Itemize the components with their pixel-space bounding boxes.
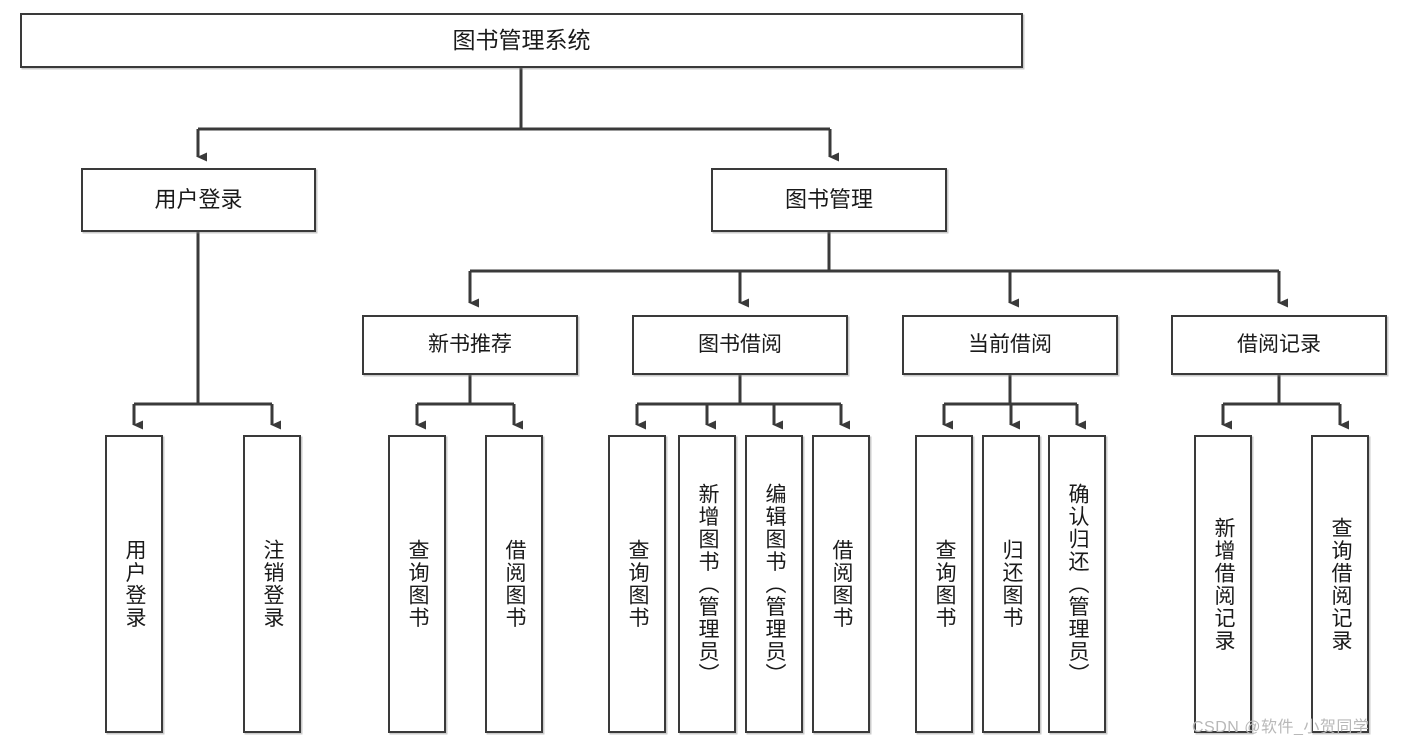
node-current-borrow[interactable]: 当前借阅 bbox=[902, 315, 1118, 375]
node-leaf-logout-label: 注销登录 bbox=[261, 539, 285, 629]
node-new-book-rec-label: 新书推荐 bbox=[428, 332, 512, 356]
node-leaf-add-record-label: 新增借阅记录 bbox=[1212, 516, 1236, 652]
node-book-manage-label: 图书管理 bbox=[784, 187, 873, 213]
node-new-book-rec[interactable]: 新书推荐 bbox=[362, 315, 578, 375]
node-leaf-borrow-book-1-label: 借阅图书 bbox=[503, 539, 527, 629]
node-leaf-query-book-2[interactable]: 查询图书 bbox=[608, 435, 666, 733]
node-leaf-edit-book[interactable]: 编辑图书（管理员） bbox=[745, 435, 803, 733]
node-leaf-borrow-book-2[interactable]: 借阅图书 bbox=[812, 435, 870, 733]
watermark: CSDN @软件_小贺同学 bbox=[1192, 719, 1370, 736]
node-borrow-record[interactable]: 借阅记录 bbox=[1171, 315, 1387, 375]
node-leaf-logout[interactable]: 注销登录 bbox=[243, 435, 301, 733]
node-leaf-borrow-book-2-label: 借阅图书 bbox=[830, 539, 854, 629]
node-leaf-query-book-3[interactable]: 查询图书 bbox=[915, 435, 973, 733]
node-leaf-query-book-3-label: 查询图书 bbox=[933, 539, 957, 629]
node-leaf-query-book-2-label: 查询图书 bbox=[626, 539, 650, 629]
node-root[interactable]: 图书管理系统 bbox=[20, 13, 1023, 68]
node-leaf-user-login[interactable]: 用户登录 bbox=[105, 435, 163, 733]
node-book-borrow-label: 图书借阅 bbox=[698, 332, 782, 356]
node-user-login[interactable]: 用户登录 bbox=[81, 168, 316, 232]
node-leaf-query-book-1[interactable]: 查询图书 bbox=[388, 435, 446, 733]
node-leaf-return-book-label: 归还图书 bbox=[1000, 539, 1024, 629]
node-leaf-query-book-1-label: 查询图书 bbox=[406, 539, 430, 629]
node-leaf-query-record[interactable]: 查询借阅记录 bbox=[1311, 435, 1369, 733]
node-root-label: 图书管理系统 bbox=[452, 27, 591, 54]
node-leaf-confirm-return-label: 确认归还（管理员） bbox=[1066, 482, 1090, 686]
node-user-login-label: 用户登录 bbox=[154, 187, 243, 213]
node-leaf-borrow-book-1[interactable]: 借阅图书 bbox=[485, 435, 543, 733]
node-borrow-record-label: 借阅记录 bbox=[1237, 332, 1321, 356]
node-leaf-add-book-label: 新增图书（管理员） bbox=[696, 482, 720, 686]
node-leaf-add-book[interactable]: 新增图书（管理员） bbox=[678, 435, 736, 733]
node-book-borrow[interactable]: 图书借阅 bbox=[632, 315, 848, 375]
node-leaf-query-record-label: 查询借阅记录 bbox=[1329, 516, 1353, 652]
node-current-borrow-label: 当前借阅 bbox=[968, 332, 1052, 356]
node-leaf-return-book[interactable]: 归还图书 bbox=[982, 435, 1040, 733]
node-book-manage[interactable]: 图书管理 bbox=[711, 168, 947, 232]
node-leaf-edit-book-label: 编辑图书（管理员） bbox=[763, 482, 787, 686]
node-leaf-confirm-return[interactable]: 确认归还（管理员） bbox=[1048, 435, 1106, 733]
node-leaf-user-login-label: 用户登录 bbox=[123, 539, 147, 629]
node-leaf-add-record[interactable]: 新增借阅记录 bbox=[1194, 435, 1252, 733]
